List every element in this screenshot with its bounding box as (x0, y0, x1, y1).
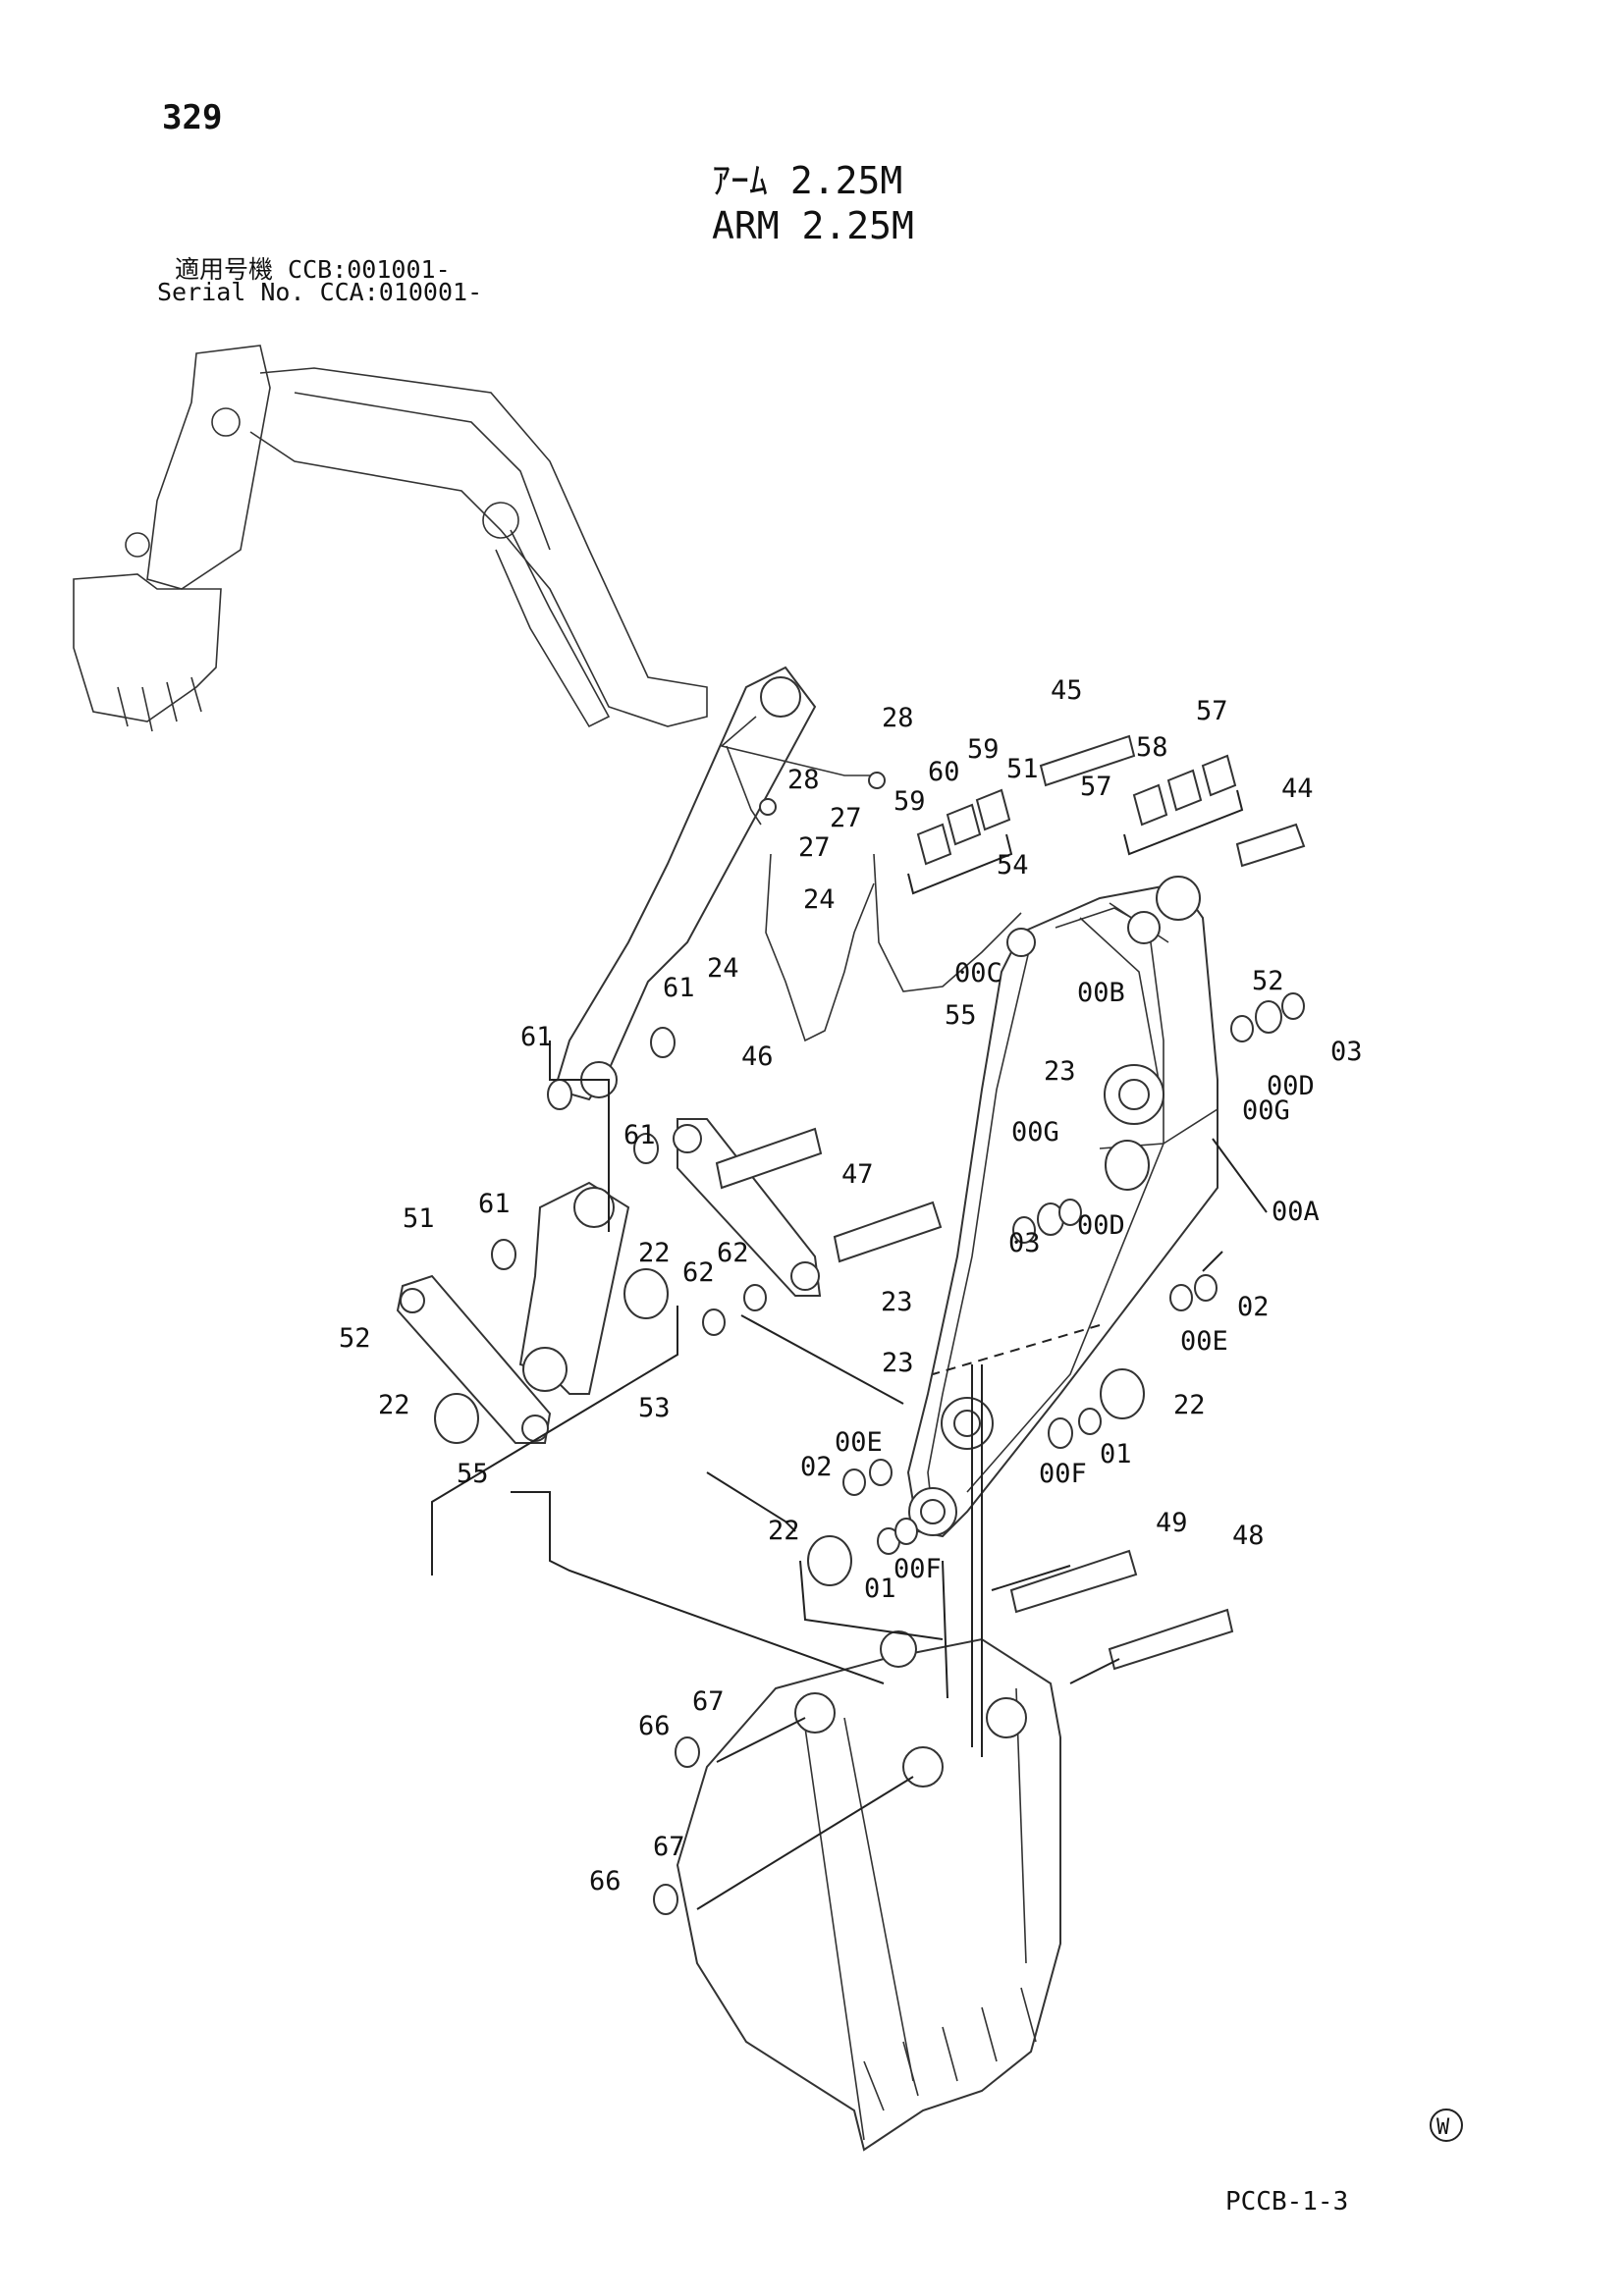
callout-49: 49 (1156, 1508, 1188, 1538)
callout-46: 46 (741, 1041, 774, 1072)
callout-28: 28 (787, 765, 820, 795)
applicable-serial-japanese: 適用号機 CCB:001001- (175, 255, 451, 284)
callout-03: 03 (1008, 1228, 1041, 1258)
callout-44: 44 (1281, 774, 1314, 804)
callout-22: 22 (378, 1390, 410, 1420)
callout-67: 67 (692, 1686, 725, 1717)
callout-00F: 00F (893, 1554, 942, 1584)
callout-23: 23 (1044, 1056, 1076, 1087)
callout-66: 66 (638, 1711, 671, 1741)
reference-lines (431, 1041, 1223, 1910)
bucket-links (396, 1118, 822, 1444)
callout-60: 60 (928, 757, 960, 787)
callout-22: 22 (638, 1238, 671, 1268)
callout-22: 22 (1173, 1390, 1206, 1420)
callout-61: 61 (478, 1189, 511, 1219)
callout-22: 22 (768, 1516, 800, 1546)
excavator-overview-illustration (73, 345, 708, 732)
callout-51: 51 (1006, 754, 1039, 784)
callout-62: 62 (682, 1257, 715, 1288)
callout-24: 24 (707, 953, 739, 984)
title-english: ARM 2.25M (712, 204, 914, 247)
page-number: 329 (162, 98, 223, 137)
applicable-serial-english: Serial No. CCA:010001- (157, 278, 483, 306)
callout-61: 61 (663, 973, 695, 1003)
callout-57: 57 (1080, 772, 1112, 802)
washers-and-rings (434, 992, 1305, 1915)
callout-53: 53 (638, 1393, 671, 1423)
bucket-cylinder-and-hoses (553, 666, 1022, 1101)
callout-02: 02 (800, 1452, 833, 1482)
part-callouts: 45 57 58 57 44 28 28 27 27 60 59 59 51 5… (339, 675, 1363, 1896)
callout-54: 54 (997, 850, 1029, 881)
callout-57: 57 (1196, 696, 1228, 726)
callout-52: 52 (1252, 966, 1284, 996)
callout-45: 45 (1051, 675, 1083, 706)
callout-01: 01 (864, 1574, 896, 1604)
callout-23: 23 (881, 1287, 913, 1317)
pins (715, 734, 1306, 1671)
callout-00E: 00E (1180, 1326, 1228, 1357)
title-japanese: ｱｰﾑ 2.25M (712, 159, 903, 202)
callout-00B: 00B (1077, 978, 1125, 1008)
callout-67: 67 (653, 1832, 685, 1862)
circled-w-mark: W (1430, 2109, 1463, 2142)
callout-27: 27 (798, 832, 831, 863)
callout-24: 24 (803, 884, 836, 915)
callout-48: 48 (1232, 1521, 1265, 1551)
callout-00G: 00G (1011, 1117, 1059, 1148)
callout-52: 52 (339, 1323, 371, 1354)
callout-00D: 00D (1077, 1210, 1125, 1241)
page-code: PCCB-1-3 (1225, 2187, 1349, 2216)
callout-51: 51 (403, 1203, 435, 1234)
callout-27: 27 (830, 803, 862, 833)
callout-00G: 00G (1242, 1095, 1290, 1126)
callout-59: 59 (967, 734, 1000, 765)
callout-59: 59 (893, 786, 926, 817)
callout-00C: 00C (954, 958, 1002, 988)
bucket-illustration (676, 1630, 1061, 2152)
callout-55: 55 (945, 1000, 977, 1031)
callout-00D: 00D (1267, 1071, 1315, 1101)
callout-62: 62 (717, 1238, 749, 1268)
callout-66: 66 (589, 1866, 622, 1896)
shims (907, 754, 1244, 895)
callout-58: 58 (1136, 732, 1168, 763)
callout-00A: 00A (1272, 1197, 1320, 1227)
callout-00F: 00F (1039, 1459, 1087, 1489)
callout-61: 61 (520, 1022, 553, 1052)
callout-47: 47 (841, 1159, 874, 1190)
callout-03: 03 (1330, 1037, 1363, 1067)
callout-23: 23 (882, 1348, 914, 1378)
circled-w-letter: W (1436, 2115, 1450, 2140)
callout-02: 02 (1237, 1292, 1270, 1322)
callout-01: 01 (1100, 1439, 1132, 1469)
callout-00E: 00E (835, 1427, 883, 1458)
callout-61: 61 (623, 1120, 656, 1150)
callout-55: 55 (457, 1459, 489, 1489)
callout-28: 28 (882, 703, 914, 733)
